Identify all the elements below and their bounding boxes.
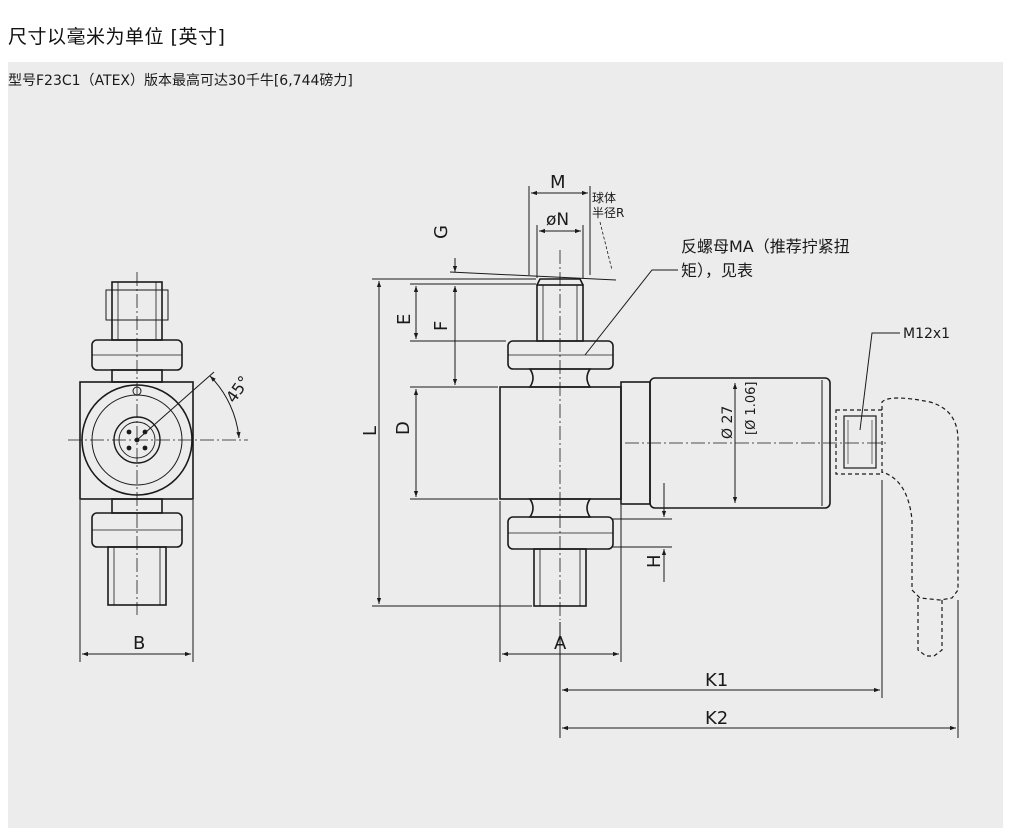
diameter-in: [Ø 1.06] (744, 382, 759, 435)
nut-callout-line2: 矩），见表 (681, 261, 753, 280)
dim-D: D (393, 421, 414, 435)
dim-N: øN (546, 210, 569, 230)
ball-radius-label-1: 球体 (592, 191, 616, 205)
dim-H: H (644, 554, 665, 568)
connector-callout: M12x1 (903, 326, 950, 342)
main-view (499, 278, 831, 607)
drawing-panel (8, 62, 1003, 828)
m12-connector (835, 397, 959, 657)
left-view (79, 281, 194, 606)
nut-callout-line1: 反螺母MA（推荐拧紧扭 (681, 237, 850, 256)
page-heading: 尺寸以毫米为单位 [英寸] (8, 26, 226, 48)
diameter-mm: Ø 27 (720, 406, 736, 439)
dim-F: F (431, 321, 452, 331)
dim-K1: K1 (705, 670, 728, 691)
model-title: 型号F23C1（ATEX）版本最高可达30千牛[6,744磅力] (8, 73, 353, 89)
dim-K2: K2 (705, 708, 728, 729)
ball-radius-label-2: 半径R (592, 206, 624, 220)
dim-G: G (431, 225, 452, 239)
dim-B: B (133, 633, 145, 654)
main-body (499, 386, 622, 500)
dim-L: L (360, 426, 381, 436)
dim-E: E (394, 314, 415, 325)
angle-label: 45° (222, 372, 254, 406)
dim-M: M (550, 172, 566, 193)
